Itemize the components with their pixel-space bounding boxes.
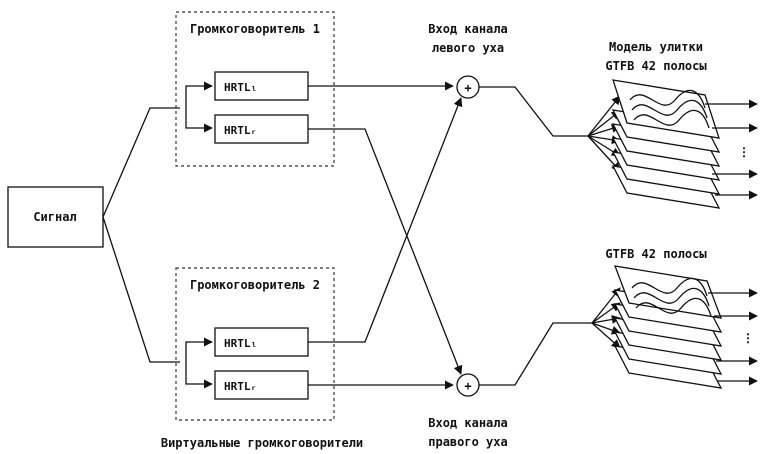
left-ear-output-line bbox=[479, 86, 588, 137]
speaker1-group bbox=[175, 11, 335, 167]
cochlea-bottom-label-line1: GTFB 42 полосы bbox=[605, 247, 707, 261]
signal-to-speaker1-line bbox=[102, 107, 180, 218]
cochlea-bottom-filterbank bbox=[613, 265, 723, 389]
s1-right-to-right-ear bbox=[308, 128, 463, 375]
speaker2-branch-right bbox=[185, 362, 213, 389]
cochlea-top-filterbank bbox=[611, 79, 721, 209]
cochlea-top-outputs bbox=[705, 99, 758, 200]
speaker2-hrtl-left-label: HRTLₗ bbox=[224, 337, 257, 350]
cochlea-top-label-line2: GTFB 42 полосы bbox=[605, 59, 707, 73]
signal-block bbox=[7, 186, 104, 248]
cochlea-bottom-outputs bbox=[708, 288, 758, 386]
cochlea-top-fan bbox=[587, 95, 621, 172]
cochlea-bottom-fan bbox=[591, 287, 621, 349]
signal-label: Сигнал bbox=[33, 210, 76, 224]
left-ear-label-line2: левого уха bbox=[432, 41, 504, 55]
speaker2-hrtl-right-label: HRTLᵣ bbox=[224, 380, 257, 393]
cochlea-bottom-more: ⋮ bbox=[742, 331, 754, 345]
speaker2-hrtl-left-box bbox=[214, 327, 309, 357]
speaker1-hrtl-right-label: HRTLᵣ bbox=[224, 124, 257, 137]
speaker2-branch-left bbox=[185, 337, 213, 362]
speaker1-hrtl-left-label: HRTLₗ bbox=[224, 81, 257, 94]
left-ear-label-line1: Вход канала bbox=[428, 22, 507, 36]
right-ear-label-line2: правого уха bbox=[428, 435, 507, 449]
speaker1-hrtl-left-box bbox=[214, 71, 309, 101]
right-ear-sum-symbol: + bbox=[464, 379, 471, 393]
speaker1-title: Громкоговоритель 1 bbox=[190, 22, 320, 36]
right-ear-output-line bbox=[479, 322, 592, 386]
speaker2-title: Громкоговоритель 2 bbox=[190, 278, 320, 292]
cochlea-top-label-line1: Модель улитки bbox=[609, 40, 703, 54]
cochlea-top-more: ⋮ bbox=[738, 145, 750, 159]
left-ear-sum-symbol: + bbox=[464, 81, 471, 95]
speaker1-branch-left bbox=[185, 81, 213, 108]
signal-to-speaker2-line bbox=[102, 216, 180, 363]
speaker2-group bbox=[175, 267, 335, 421]
right-ear-label-line1: Вход канала bbox=[428, 416, 507, 430]
s2-left-to-left-ear bbox=[308, 97, 463, 343]
speaker1-branch-right bbox=[185, 108, 213, 133]
virtual-speakers-caption: Виртуальные громкоговорители bbox=[161, 436, 363, 450]
